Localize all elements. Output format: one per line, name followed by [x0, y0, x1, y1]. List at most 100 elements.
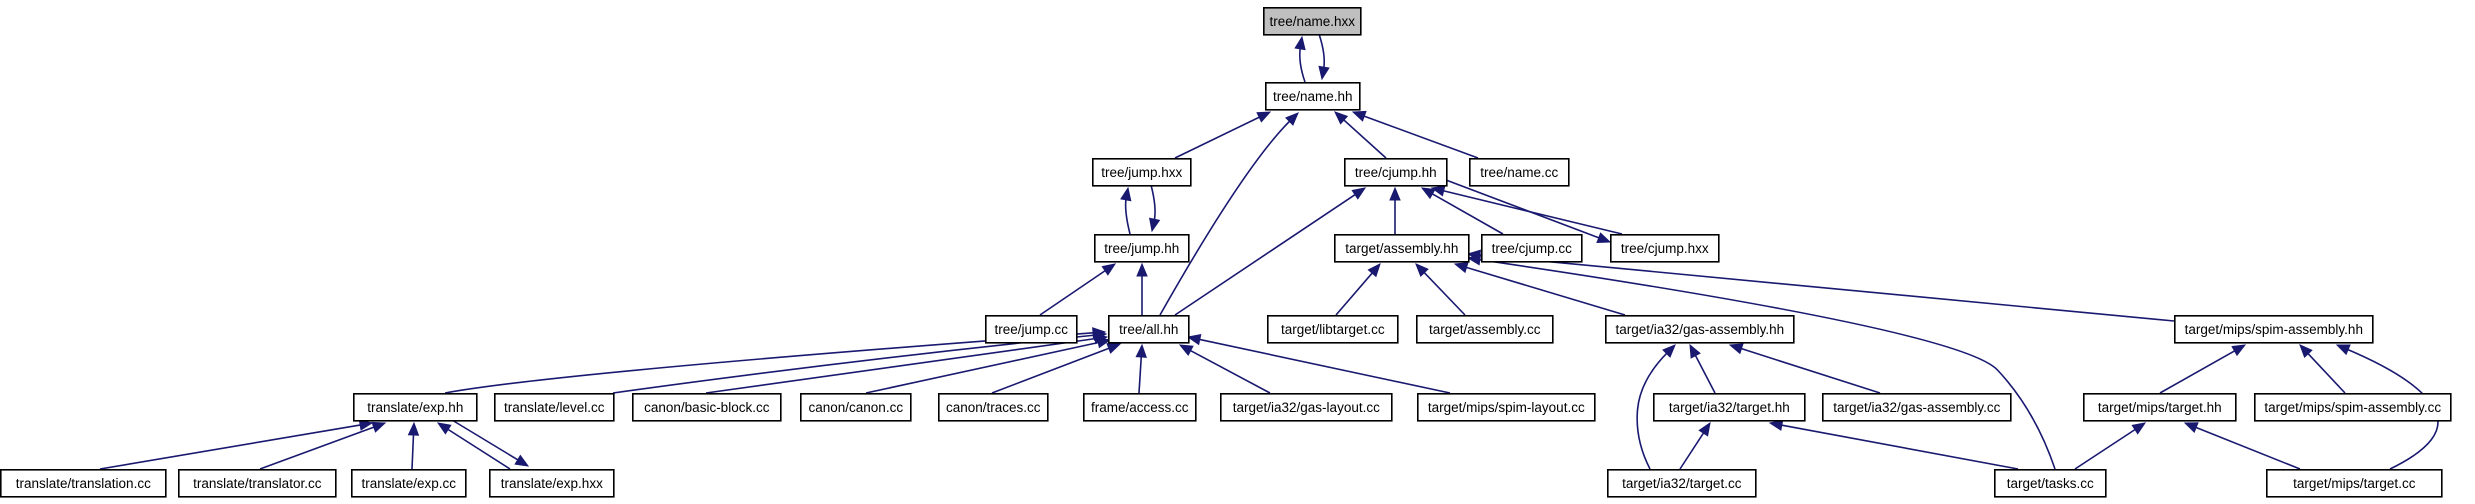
- node-label: target/ia32/gas-assembly.cc: [1833, 400, 2000, 415]
- node-label: target/libtarget.cc: [1281, 322, 1385, 337]
- node-ia32-gas-hh[interactable]: target/ia32/gas-assembly.hh: [1605, 314, 1795, 344]
- arrowhead-icon: [1106, 343, 1122, 354]
- node-ia32-gas-cc[interactable]: target/ia32/gas-assembly.cc: [1822, 392, 2012, 422]
- node-mips-layout-cc[interactable]: target/mips/spim-layout.cc: [1417, 392, 1596, 422]
- node-canon-cc[interactable]: canon/canon.cc: [799, 392, 912, 422]
- node-ia32-target-cc[interactable]: target/ia32/target.cc: [1607, 468, 1757, 498]
- node-cjump-hh[interactable]: tree/cjump.hh: [1344, 158, 1448, 187]
- edge-line: [1138, 354, 1143, 394]
- node-jump-cc[interactable]: tree/jump.cc: [984, 314, 1078, 344]
- node-box: [1653, 392, 1806, 422]
- arrowhead-icon: [407, 421, 420, 436]
- arrowhead-icon: [1135, 343, 1147, 358]
- node-label: tree/cjump.hh: [1355, 165, 1437, 180]
- node-jump-hh[interactable]: tree/jump.hh: [1094, 234, 1190, 263]
- arrowhead-icon: [371, 421, 387, 433]
- node-level-cc[interactable]: translate/level.cc: [493, 392, 615, 422]
- edge-mips_target_cc-to-mips_target_hh: [2183, 422, 2301, 470]
- arrowhead-icon: [514, 454, 530, 467]
- node-cjump-cc[interactable]: tree/cjump.cc: [1481, 234, 1583, 263]
- edge-line: [1739, 347, 1881, 394]
- node-access-cc[interactable]: frame/access.cc: [1083, 392, 1197, 422]
- edge-mips_spim_cc-to-mips_spim_hh: [2299, 344, 2346, 394]
- edge-ia32_gas_hh-to-assembly_hh: [1453, 262, 1626, 316]
- node-box: [1994, 468, 2107, 498]
- edge-exp_cc-to-exp_hh: [407, 421, 420, 470]
- arrowhead-icon: [1334, 111, 1349, 125]
- node-cjump-hxx[interactable]: tree/cjump.hxx: [1610, 234, 1720, 263]
- node-mips-spim-cc[interactable]: target/mips/spim-assembly.cc: [2254, 392, 2452, 422]
- edge-tasks_cc-to-mips_target_hh: [2074, 422, 2147, 470]
- node-label: tree/name.hxx: [1270, 14, 1356, 29]
- node-label: tree/name.hh: [1273, 89, 1353, 104]
- edge-ia32_gas_cc-to-ia32_gas_hh: [1728, 343, 1881, 394]
- node-label: canon/canon.cc: [809, 400, 904, 415]
- node-assembly-hh[interactable]: target/assembly.hh: [1334, 234, 1470, 263]
- node-box: [1344, 158, 1448, 187]
- edge-all_hh-to-cjump_hh: [1174, 187, 1367, 316]
- edge-cjump_cc-to-cjump_hh: [1420, 187, 1504, 235]
- node-name-cc[interactable]: tree/name.cc: [1469, 158, 1570, 187]
- edge-line: [1422, 270, 1466, 316]
- edge-line: [2306, 351, 2346, 394]
- node-tasks-cc[interactable]: target/tasks.cc: [1994, 468, 2107, 498]
- node-label: target/mips/target.cc: [2293, 476, 2416, 491]
- node-ia32-target-hh[interactable]: target/ia32/target.hh: [1653, 392, 1806, 422]
- node-box: [1220, 392, 1393, 422]
- node-mips-target-hh[interactable]: target/mips/target.hh: [2083, 392, 2237, 422]
- node-mips-spim-hh[interactable]: target/mips/spim-assembly.hh: [2174, 314, 2374, 344]
- node-basic-block-cc[interactable]: canon/basic-block.cc: [631, 392, 782, 422]
- node-label: translate/translator.cc: [193, 476, 322, 491]
- edge-line: [1779, 424, 2019, 470]
- edge-line: [451, 419, 520, 462]
- arrowhead-icon: [1689, 343, 1701, 359]
- arrowhead-icon: [1768, 419, 1784, 431]
- edge-cjump_hh-to-cjump_hxx: [1445, 179, 1612, 243]
- node-libtarget-cc[interactable]: target/libtarget.cc: [1267, 314, 1399, 344]
- node-box: [1083, 392, 1197, 422]
- node-exp-cc[interactable]: translate/exp.cc: [350, 468, 467, 498]
- node-exp-hxx[interactable]: translate/exp.hxx: [488, 468, 615, 498]
- node-box: [1822, 392, 2012, 422]
- node-box: [1265, 82, 1361, 111]
- edge-line: [445, 427, 511, 470]
- node-box: [1092, 158, 1192, 187]
- edge-line: [444, 331, 1096, 394]
- arrowhead-icon: [1351, 110, 1367, 122]
- edge-line: [1477, 258, 2056, 470]
- node-traces-cc[interactable]: canon/traces.cc: [937, 392, 1049, 422]
- edge-libtarget_cc-to-assembly_hh: [1335, 263, 1381, 316]
- node-name-hh[interactable]: tree/name.hh: [1265, 82, 1361, 111]
- arrowhead-icon: [1415, 263, 1429, 277]
- node-translator-cc[interactable]: translate/translator.cc: [178, 468, 337, 498]
- edge-access_cc-to-all_hh: [1135, 343, 1147, 394]
- arrowhead-icon: [1430, 185, 1446, 197]
- node-jump-hxx[interactable]: tree/jump.hxx: [1092, 158, 1192, 187]
- node-label: translate/translation.cc: [16, 476, 151, 491]
- arrowhead-icon: [2299, 344, 2313, 359]
- node-exp-hh[interactable]: translate/exp.hh: [352, 392, 478, 422]
- node-box: [1607, 468, 1757, 498]
- node-box: [178, 468, 337, 498]
- node-mips-target-cc[interactable]: target/mips/target.cc: [2266, 468, 2443, 498]
- node-assembly-cc[interactable]: target/assembly.cc: [1416, 314, 1554, 344]
- edge-line: [1362, 114, 1479, 159]
- node-label: frame/access.cc: [1091, 400, 1189, 415]
- node-box: [1334, 234, 1470, 263]
- arrowhead-icon: [1149, 217, 1161, 233]
- node-translation-cc[interactable]: translate/translation.cc: [0, 468, 167, 498]
- arrowhead-icon: [1453, 262, 1469, 274]
- node-all-hh[interactable]: tree/all.hh: [1108, 314, 1190, 344]
- node-box: [2174, 314, 2374, 344]
- edge-ia32_target_cc-to-ia32_target_hh: [1679, 421, 1711, 470]
- arrowhead-icon: [1420, 187, 1436, 200]
- node-ia32-layout-cc[interactable]: target/ia32/gas-layout.cc: [1220, 392, 1393, 422]
- edge-line: [865, 341, 1101, 394]
- node-box: [1094, 234, 1190, 263]
- edge-line: [1298, 46, 1306, 83]
- node-label: canon/basic-block.cc: [644, 400, 770, 415]
- node-box: [1469, 158, 1570, 187]
- node-name-hxx: tree/name.hxx: [1263, 7, 1362, 36]
- edge-jump_hxx-to-name_hh: [1174, 111, 1272, 159]
- arrowhead-icon: [1596, 232, 1612, 243]
